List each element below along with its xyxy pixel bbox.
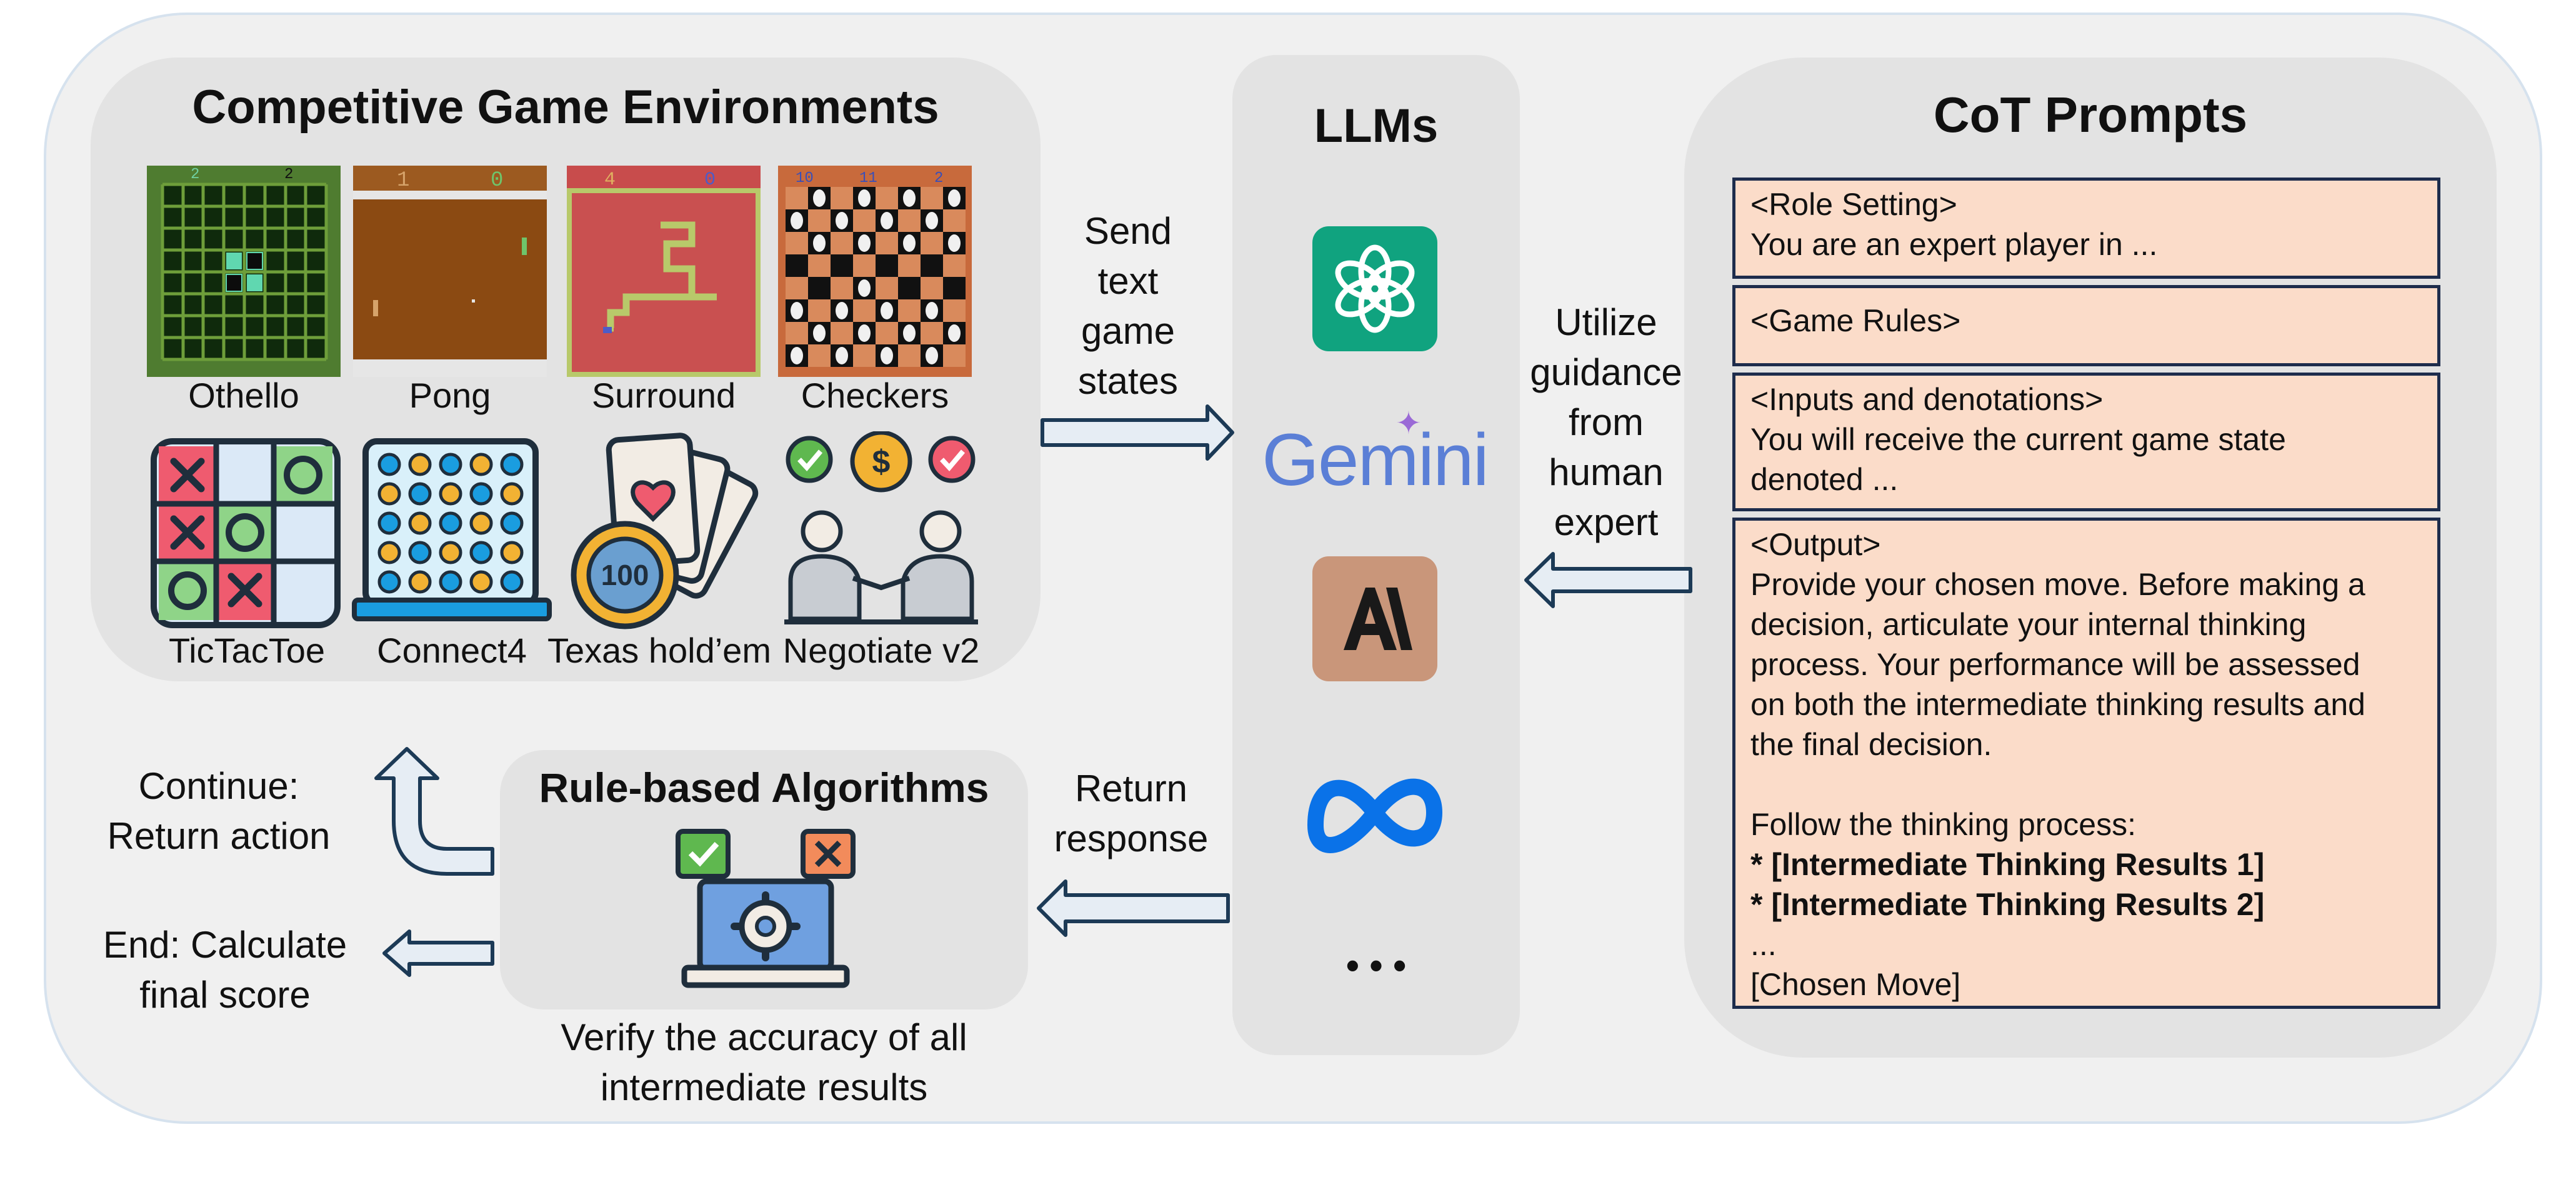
gemini-logo: Gemini <box>1262 419 1489 501</box>
pong-score-left: 1 <box>397 169 409 193</box>
return-response-label: Return response <box>1037 764 1225 864</box>
game-rules-heading: <Game Rules> <box>1750 303 1961 338</box>
checkers-score-a: 10 <box>796 170 814 187</box>
continue-arrow <box>374 747 494 876</box>
output-ellipsis: ... <box>1750 927 1777 962</box>
thinking-step-2: * [Intermediate Thinking Results 2] <box>1750 887 2265 922</box>
othello-score-right: 2 <box>284 166 293 183</box>
utilize-line-4: human <box>1549 451 1664 493</box>
role-setting-box: <Role Setting> You are an expert player … <box>1732 178 2440 279</box>
more-models-ellipsis: • • • <box>1345 944 1407 986</box>
connect4-label: Connect4 <box>377 631 527 670</box>
game-rules-box: <Game Rules> <box>1732 285 2440 366</box>
follow-text: Follow the thinking process: <box>1750 807 2136 842</box>
return-line-1: Return <box>1074 768 1188 809</box>
send-line-4: states <box>1077 360 1179 402</box>
games-panel-title: Competitive Game Environments <box>192 81 939 134</box>
output-heading: <Output> <box>1750 527 1881 562</box>
othello-score-left: 2 <box>191 166 199 183</box>
rule-based-caption: Verify the accuracy of all intermediate … <box>500 1013 1028 1113</box>
connect4-image <box>352 436 552 630</box>
texas-holdem-image: 100 <box>559 425 759 631</box>
negotiate-label: Negotiate v2 <box>782 631 980 670</box>
checkers-label: Checkers <box>801 376 949 415</box>
checkers-score-c: 2 <box>934 170 943 187</box>
thinking-step-1: * [Intermediate Thinking Results 1] <box>1750 847 2265 882</box>
caption-line-2: intermediate results <box>600 1066 928 1108</box>
utilize-guidance-label: Utilize guidance from human expert <box>1519 298 1694 548</box>
return-response-arrow <box>1037 879 1230 937</box>
inputs-heading: <Inputs and denotations> <box>1750 382 2104 417</box>
surround-label: Surround <box>591 376 736 415</box>
utilize-line-2: guidance <box>1530 351 1682 393</box>
tictactoe-image <box>149 436 342 630</box>
anthropic-icon <box>1312 556 1437 681</box>
output-box: <Output> Provide your chosen move. Befor… <box>1732 518 2440 1009</box>
surround-image: 4 0 <box>567 166 761 377</box>
gemini-sparkle-icon: ✦ <box>1395 406 1422 441</box>
pong-label: Pong <box>409 376 491 415</box>
continue-line-1: Continue: <box>138 765 299 807</box>
texas-holdem-label: Texas hold’em <box>547 631 771 670</box>
othello-image: 2 2 <box>147 166 341 377</box>
send-arrow <box>1041 404 1234 461</box>
output-line-1: Provide your chosen move. Before making … <box>1750 567 2365 602</box>
coin-symbol: $ <box>872 444 891 480</box>
utilize-line-1: Utilize <box>1555 301 1657 343</box>
pong-score-right: 0 <box>491 169 503 193</box>
utilize-arrow <box>1524 552 1692 608</box>
send-line-2: text <box>1097 260 1159 302</box>
rule-based-title: Rule-based Algorithms <box>539 764 989 811</box>
output-line-3: process. Your performance will be assess… <box>1750 647 2360 682</box>
end-label: End: Calculate final score <box>81 920 369 1020</box>
output-line-4: on both the intermediate thinking result… <box>1750 687 2365 722</box>
utilize-line-3: from <box>1569 401 1644 443</box>
surround-score-right: 0 <box>704 169 716 191</box>
return-line-2: response <box>1054 818 1209 859</box>
chip-value: 100 <box>601 559 649 591</box>
end-line-2: final score <box>139 974 311 1016</box>
role-setting-text: You are an expert player in ... <box>1750 227 2158 262</box>
end-line-1: End: Calculate <box>102 924 347 966</box>
negotiate-image: $ <box>784 430 978 631</box>
chosen-move: [Chosen Move] <box>1750 967 1961 1002</box>
send-line-1: Send <box>1084 210 1172 252</box>
continue-label: Continue: Return action <box>87 761 350 861</box>
output-line-2: decision, articulate your internal think… <box>1750 607 2307 642</box>
cot-panel-title: CoT Prompts <box>1933 87 2248 143</box>
inputs-box: <Inputs and denotations> You will receiv… <box>1732 373 2440 511</box>
send-line-3: game <box>1081 310 1176 352</box>
end-arrow <box>382 929 494 977</box>
caption-line-1: Verify the accuracy of all <box>561 1016 967 1058</box>
utilize-line-5: expert <box>1554 501 1659 543</box>
chatgpt-icon <box>1312 226 1437 351</box>
llm-panel <box>1232 55 1520 1055</box>
continue-line-2: Return action <box>107 815 331 857</box>
pong-image: 1 0 <box>353 166 547 377</box>
checkers-score-b: 11 <box>859 170 877 187</box>
tictactoe-label: TicTacToe <box>168 631 325 670</box>
meta-icon <box>1297 763 1453 863</box>
othello-label: Othello <box>188 376 299 415</box>
laptop-gear-icon <box>672 825 859 994</box>
inputs-line-1: You will receive the current game state <box>1750 422 2286 457</box>
checkers-image: 10 11 2 <box>778 166 972 377</box>
send-states-label: Send text game states <box>1044 206 1212 406</box>
output-line-5: the final decision. <box>1750 727 1992 762</box>
role-setting-heading: <Role Setting> <box>1750 187 1957 222</box>
llm-panel-title: LLMs <box>1314 99 1439 153</box>
inputs-line-2: denoted ... <box>1750 462 1899 497</box>
surround-score-left: 4 <box>604 169 616 191</box>
